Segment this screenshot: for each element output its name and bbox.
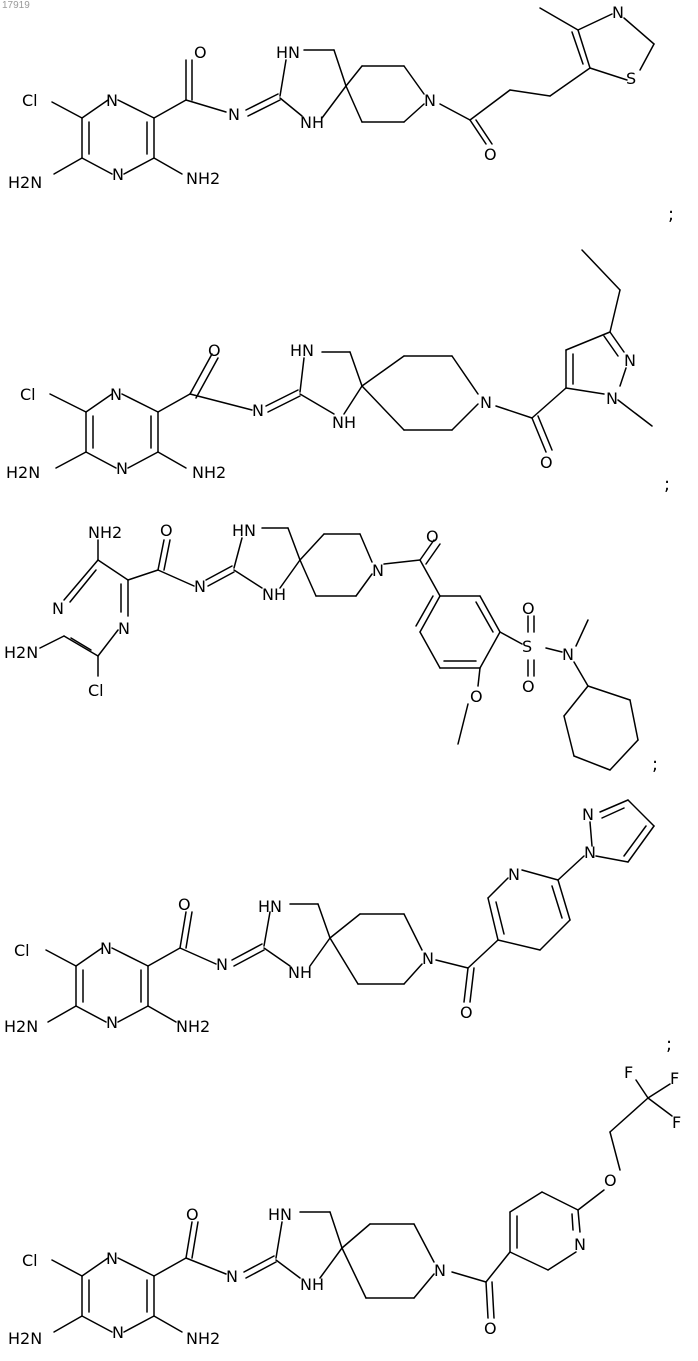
piperidine-nitrogen: N [434, 1261, 446, 1280]
pyrazine-n-bottom: N [106, 1013, 118, 1032]
cl-label: Cl [88, 681, 104, 700]
separator: ; [664, 474, 670, 495]
cl-label: Cl [14, 941, 30, 960]
amino-left-label: H2N [4, 643, 38, 662]
sulfonyl-oxygen-bottom: O [522, 677, 535, 696]
ketone-oxygen: O [484, 1319, 497, 1338]
cl-label: Cl [22, 1251, 38, 1270]
pyrazine-n-bottom: N [112, 165, 124, 184]
imidazolidine-hn: HN [258, 897, 282, 916]
piperidine-nitrogen: N [424, 91, 436, 110]
pyrazine-n-left: N [52, 599, 64, 618]
imidazolidine-nh: NH [300, 1275, 324, 1294]
imidazolidine-hn: HN [276, 43, 300, 62]
pyrazine-n-top: N [106, 91, 118, 110]
molecule-4: Cl N N H2N NH2 O N HN NH N O N N N ; [4, 800, 672, 1055]
amide-oxygen: O [160, 521, 173, 540]
piperidine-nitrogen: N [372, 561, 384, 580]
ketone-oxygen: O [426, 527, 439, 546]
amide-oxygen: O [178, 895, 191, 914]
ketone-oxygen: O [460, 1003, 473, 1022]
imidazolidine-nh: NH [332, 413, 356, 432]
fluorine-3: F [672, 1113, 681, 1132]
imine-nitrogen: N [228, 105, 240, 124]
pyrazine-n-bottom: N [116, 459, 128, 478]
amide-oxygen: O [186, 1205, 199, 1224]
separator: ; [652, 754, 658, 775]
ketone-oxygen: O [540, 453, 553, 472]
ether-oxygen: O [604, 1171, 617, 1190]
piperidine-nitrogen: N [422, 949, 434, 968]
pyrazole-n1: N [624, 351, 636, 370]
molecule-3: NH2 H2N Cl N N O N HN NH N O S O O N O ; [4, 521, 658, 775]
pyrazole-n2: N [584, 843, 596, 862]
imidazolidine-hn: HN [268, 1205, 292, 1224]
pyridine-nitrogen: N [574, 1235, 586, 1254]
separator: ; [668, 204, 674, 225]
pyrazole-n1: N [582, 805, 594, 824]
amino-left-label: H2N [6, 463, 40, 482]
molecule-2: Cl N N H2N NH2 O N HN NH N O N N ; [6, 250, 670, 495]
molecule-1: Cl N N H2N NH2 O N HN NH N O N S ; [8, 3, 674, 225]
imine-nitrogen: N [226, 1267, 238, 1286]
amino-top-label: NH2 [88, 523, 122, 542]
imine-nitrogen: N [216, 955, 228, 974]
cl-label: Cl [22, 91, 38, 110]
amino-left-label: H2N [8, 1329, 42, 1348]
fluorine-1: F [624, 1063, 633, 1082]
piperidine-nitrogen: N [480, 393, 492, 412]
imidazolidine-hn: HN [232, 521, 256, 540]
sulfonamide-nitrogen: N [562, 645, 574, 664]
pyridine-nitrogen: N [508, 865, 520, 884]
pyrazine-n-top: N [110, 385, 122, 404]
imidazolidine-nh: NH [288, 963, 312, 982]
amino-right-label: NH2 [186, 1329, 220, 1348]
imidazolidine-nh: NH [300, 113, 324, 132]
thiazole-nitrogen: N [612, 3, 624, 22]
pyrazine-n-bottom: N [112, 1323, 124, 1342]
imine-nitrogen: N [252, 401, 264, 420]
imidazolidine-hn: HN [290, 341, 314, 360]
ketone-oxygen: O [484, 145, 497, 164]
imine-nitrogen: N [194, 577, 206, 596]
amino-left-label: H2N [8, 173, 42, 192]
sulfur-label: S [522, 637, 532, 656]
amide-oxygen: O [194, 43, 207, 62]
pyrazine-n-top: N [106, 1249, 118, 1268]
methoxy-oxygen: O [470, 687, 483, 706]
pyrazine-n-right: N [118, 619, 130, 638]
thiazole-sulfur: S [626, 69, 636, 88]
cl-label: Cl [20, 385, 36, 404]
sulfonyl-oxygen-top: O [522, 599, 535, 618]
fluorine-2: F [670, 1069, 679, 1088]
amino-right-label: NH2 [186, 169, 220, 188]
amide-oxygen: O [208, 341, 221, 360]
pyrazole-n2: N [606, 389, 618, 408]
separator: ; [666, 1034, 672, 1055]
molecule-5: Cl N N H2N NH2 O N HN NH N O N O F F F [8, 1063, 681, 1348]
pyrazine-n-top: N [100, 939, 112, 958]
amino-right-label: NH2 [192, 463, 226, 482]
amino-left-label: H2N [4, 1017, 38, 1036]
imidazolidine-nh: NH [262, 585, 286, 604]
amino-right-label: NH2 [176, 1017, 210, 1036]
